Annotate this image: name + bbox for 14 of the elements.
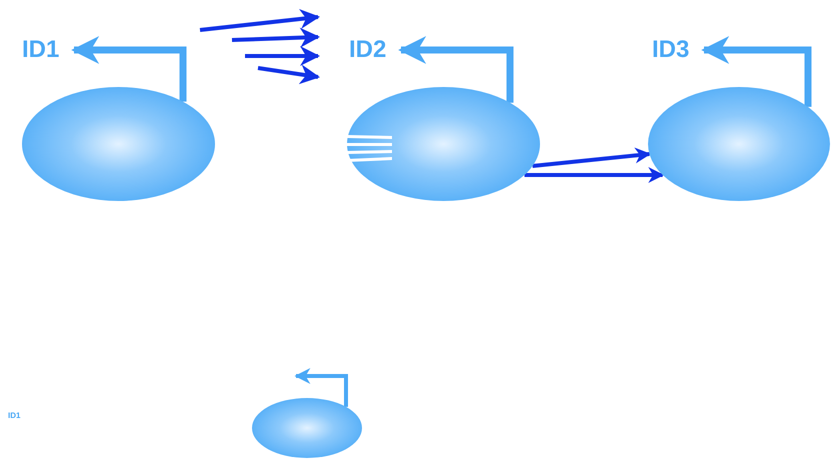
ellipse-shape — [252, 398, 362, 458]
arrow — [701, 36, 812, 107]
id-label: ID3 — [652, 36, 700, 64]
id-label: ID1 — [8, 410, 26, 422]
ellipse-shape — [648, 87, 830, 201]
ellipse-shape — [22, 87, 215, 201]
arrow — [524, 167, 664, 183]
arrow — [294, 368, 348, 407]
arrow — [532, 148, 651, 168]
id-label: ID2 — [349, 36, 397, 64]
id-label: ID1 — [22, 36, 70, 64]
arrow — [398, 36, 514, 103]
arrow — [71, 36, 186, 102]
ellipse-shape — [347, 87, 540, 201]
